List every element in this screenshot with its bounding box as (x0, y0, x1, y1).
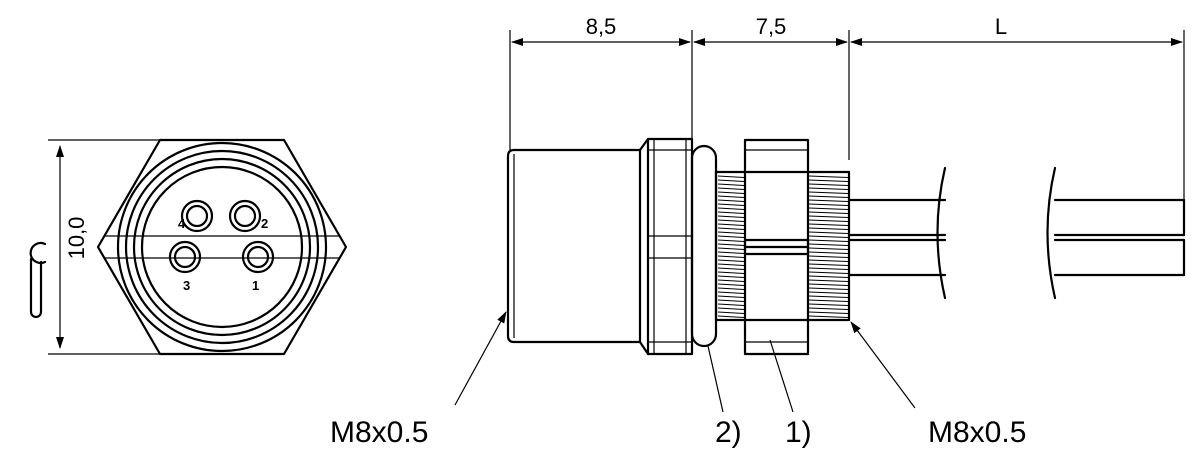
leader-seal (707, 345, 724, 413)
front-thread-label: M8x0.5 (330, 416, 428, 449)
width-dimension-text: 10,0 (64, 217, 89, 260)
outer-ring (116, 141, 328, 353)
wrench-icon (29, 241, 47, 319)
body-length-text: 8,5 (586, 14, 617, 39)
cable-length-text: L (995, 14, 1007, 39)
leader-front-thread (454, 311, 507, 406)
pin-1 (241, 240, 275, 274)
thread-section (714, 170, 851, 322)
seal-ring (690, 144, 718, 348)
pin-3 (168, 240, 202, 274)
pin-4-label: 4 (178, 216, 186, 231)
pin-1-label: 1 (252, 278, 259, 293)
break-line-right (1046, 166, 1057, 300)
connector-body (506, 148, 642, 344)
thread-pattern (717, 175, 849, 318)
seal-label: 2) (715, 416, 742, 449)
leader-rear-thread (850, 321, 916, 409)
rear-thread-label: M8x0.5 (928, 416, 1026, 449)
side-view: 8,5 7,5 L M8x0.5 2) 1) M8x0.5 (330, 14, 1186, 449)
hex-outline (96, 138, 348, 356)
pin-3-label: 3 (183, 278, 190, 293)
inner-face (140, 165, 304, 329)
pin-2 (228, 199, 262, 233)
thread-length-text: 7,5 (756, 14, 787, 39)
pin-2-label: 2 (261, 216, 268, 231)
nut-label: 1) (785, 416, 812, 449)
front-view: 4 2 3 1 10,0 (29, 138, 348, 356)
break-line-left (936, 166, 947, 300)
leader-nut (769, 339, 794, 413)
pin-4 (180, 199, 214, 233)
